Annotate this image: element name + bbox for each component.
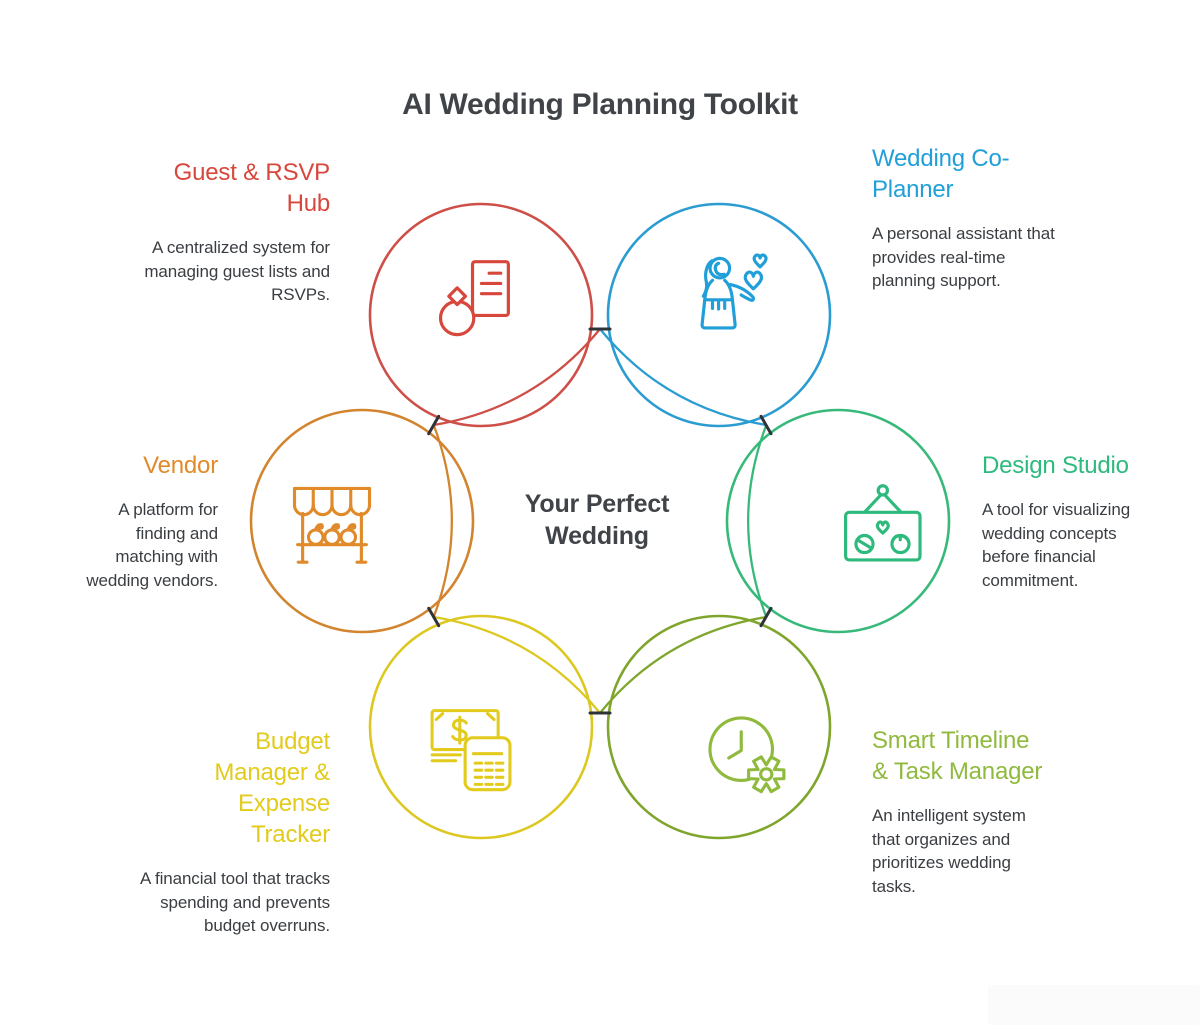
budget-manager-inner-arc — [433, 615, 601, 714]
market-stall-icon — [292, 486, 372, 564]
vendor-inner-arc — [432, 424, 453, 618]
wedding-co-planner-inner-arc — [599, 328, 767, 427]
design-studio-circle — [725, 408, 951, 634]
smart-timeline-inner-arc — [599, 615, 767, 714]
budget-manager-circle — [368, 614, 594, 840]
design-studio-title: Design Studio — [982, 452, 1129, 479]
wedding-co-planner-description: A personal assistant that provides real-… — [872, 224, 1055, 290]
vendor-description: A platform for finding and matching with… — [86, 500, 218, 590]
junction-segment-upper-left — [427, 414, 441, 436]
loop-inner-arcs — [432, 328, 768, 714]
section-wedding-co-planner: Wedding Co-Planner A personal assistant … — [872, 143, 1057, 293]
guest-rsvp-inner-arc — [433, 328, 601, 427]
page-title: AI Wedding Planning Toolkit — [402, 88, 798, 122]
section-smart-timeline-task-manager: Smart Timeline & Task Manager An intelli… — [872, 725, 1047, 898]
watermark-area — [988, 985, 1200, 1025]
section-budget-manager-expense-tracker: Budget Manager & Expense Tracker A finan… — [140, 726, 330, 938]
budget-manager-expense-tracker-title: Budget Manager & Expense Tracker — [214, 728, 330, 848]
couple-portrait-frame-icon — [844, 484, 922, 562]
guest-rsvp-hub-description: A centralized system for managing guest … — [144, 238, 330, 304]
smart-timeline-task-manager-description: An intelligent system that organizes and… — [872, 806, 1026, 896]
vendor-title: Vendor — [143, 452, 218, 479]
banknote-calculator-icon — [430, 709, 512, 792]
junction-segment-lower-right — [759, 606, 773, 628]
bride-hearts-icon — [700, 253, 768, 330]
design-studio-description: A tool for visualizing wedding concepts … — [982, 500, 1131, 590]
wedding-co-planner-title: Wedding Co-Planner — [872, 145, 1010, 203]
junction-segment-upper-right — [759, 414, 773, 436]
center-label: Your Perfect Wedding — [524, 490, 670, 550]
section-guest-rsvp-hub: Guest & RSVP Hub A centralized system fo… — [140, 157, 330, 307]
clock-gear-icon — [708, 716, 786, 794]
junction-connectors — [427, 327, 773, 715]
smart-timeline-task-manager-title: Smart Timeline & Task Manager — [872, 727, 1043, 785]
guest-rsvp-hub-title: Guest & RSVP Hub — [173, 159, 331, 217]
section-vendor: Vendor A platform for finding and matchi… — [68, 450, 218, 592]
wedding-co-planner-circle — [606, 202, 832, 428]
budget-manager-expense-tracker-description: A financial tool that tracks spending an… — [140, 869, 330, 935]
guest-rsvp-circle — [368, 202, 594, 428]
smart-timeline-circle — [606, 614, 832, 840]
ring-document-icon — [438, 260, 510, 337]
design-studio-inner-arc — [747, 424, 768, 618]
junction-segment-lower-left — [427, 606, 441, 628]
section-design-studio: Design Studio A tool for visualizing wed… — [982, 450, 1167, 592]
loop-circles — [249, 202, 951, 840]
vendor-circle — [249, 408, 475, 634]
